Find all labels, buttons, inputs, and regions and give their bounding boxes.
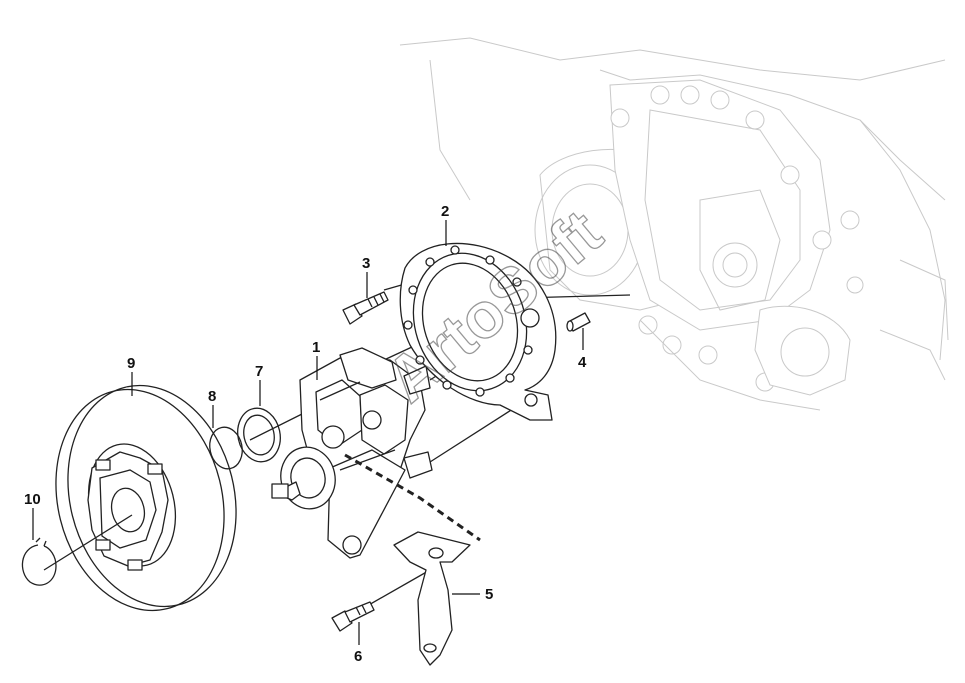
mounting-flange xyxy=(399,242,557,421)
circlip xyxy=(21,537,57,586)
bolt-upper xyxy=(342,291,389,325)
callout-3: 3 xyxy=(362,255,370,272)
callout-2: 2 xyxy=(441,203,449,220)
callout-5: 5 xyxy=(485,586,493,603)
brake-disc xyxy=(55,384,237,612)
callout-7: 7 xyxy=(255,363,263,380)
callout-labels: 1 2 3 4 5 6 7 8 9 10 xyxy=(24,203,587,665)
callout-9: 9 xyxy=(127,355,135,372)
callout-8: 8 xyxy=(208,388,216,405)
o-ring xyxy=(209,426,243,470)
callout-10: 10 xyxy=(24,491,41,508)
dowel-pin xyxy=(566,312,591,332)
callout-1: 1 xyxy=(312,339,320,356)
seal-ring xyxy=(237,407,281,463)
callout-6: 6 xyxy=(354,648,362,665)
brake-caliper-assembly xyxy=(271,347,433,559)
bracket-dashed-guide xyxy=(344,453,481,542)
callout-4: 4 xyxy=(578,354,587,371)
leader-lines xyxy=(32,220,584,645)
sensor-bracket xyxy=(393,531,471,666)
axle-housing-background xyxy=(399,37,949,411)
bolt-lower xyxy=(331,601,375,632)
